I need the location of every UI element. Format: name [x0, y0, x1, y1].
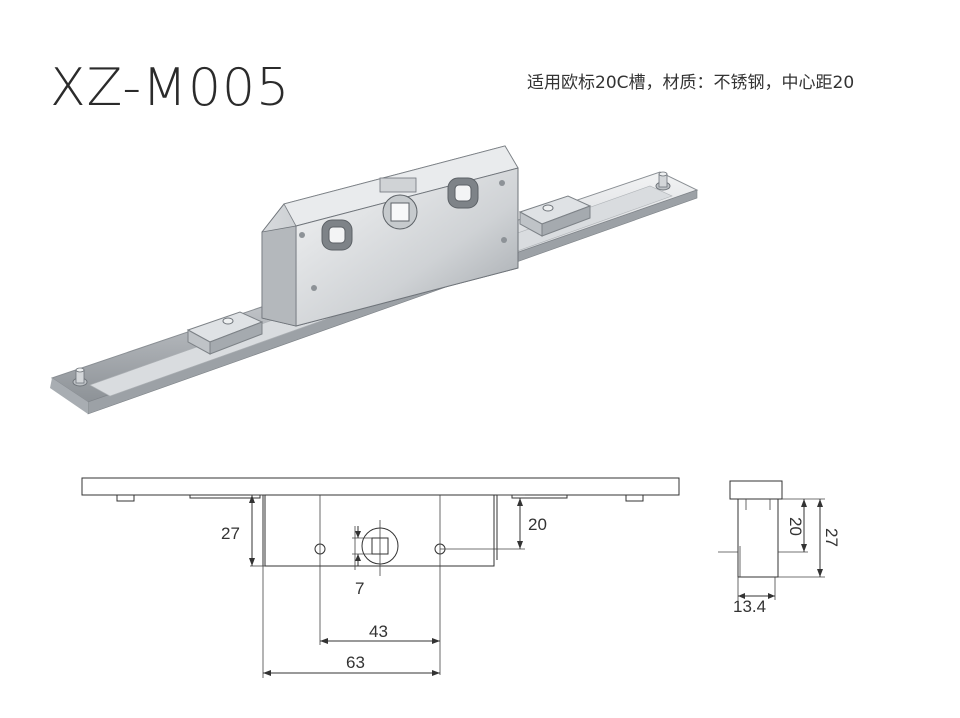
rivet-left [72, 367, 88, 387]
body-hole-right [447, 177, 479, 209]
slider-block-right [518, 195, 592, 237]
dim-side-height-27: 27 [822, 528, 841, 547]
front-view-drawing: 27 20 7 43 63 [81, 477, 680, 678]
dim-side-depth-20: 20 [786, 517, 805, 536]
dim-width-63: 63 [346, 653, 365, 672]
front-rail-outline [81, 477, 680, 496]
rivet-right [655, 171, 671, 191]
dim-height-27: 27 [221, 524, 240, 543]
spindle-square [382, 194, 418, 230]
dim-slot-20: 20 [528, 515, 547, 534]
spec-description: 适用欧标20C槽，材质：不锈钢，中心距20 [527, 73, 855, 93]
slider-block-left [186, 311, 264, 355]
side-view-drawing: 13.4 20 27 [718, 480, 841, 616]
dim-hole-spacing-43: 43 [369, 622, 388, 641]
body-hole-left [321, 219, 353, 251]
front-body-outline [264, 494, 495, 567]
model-code-title: XZ-M005 [50, 58, 291, 118]
dim-side-width-13-4: 13.4 [733, 597, 766, 616]
lock-render [50, 145, 699, 415]
dim-square-7: 7 [355, 579, 364, 598]
gearbox-body [261, 145, 519, 327]
